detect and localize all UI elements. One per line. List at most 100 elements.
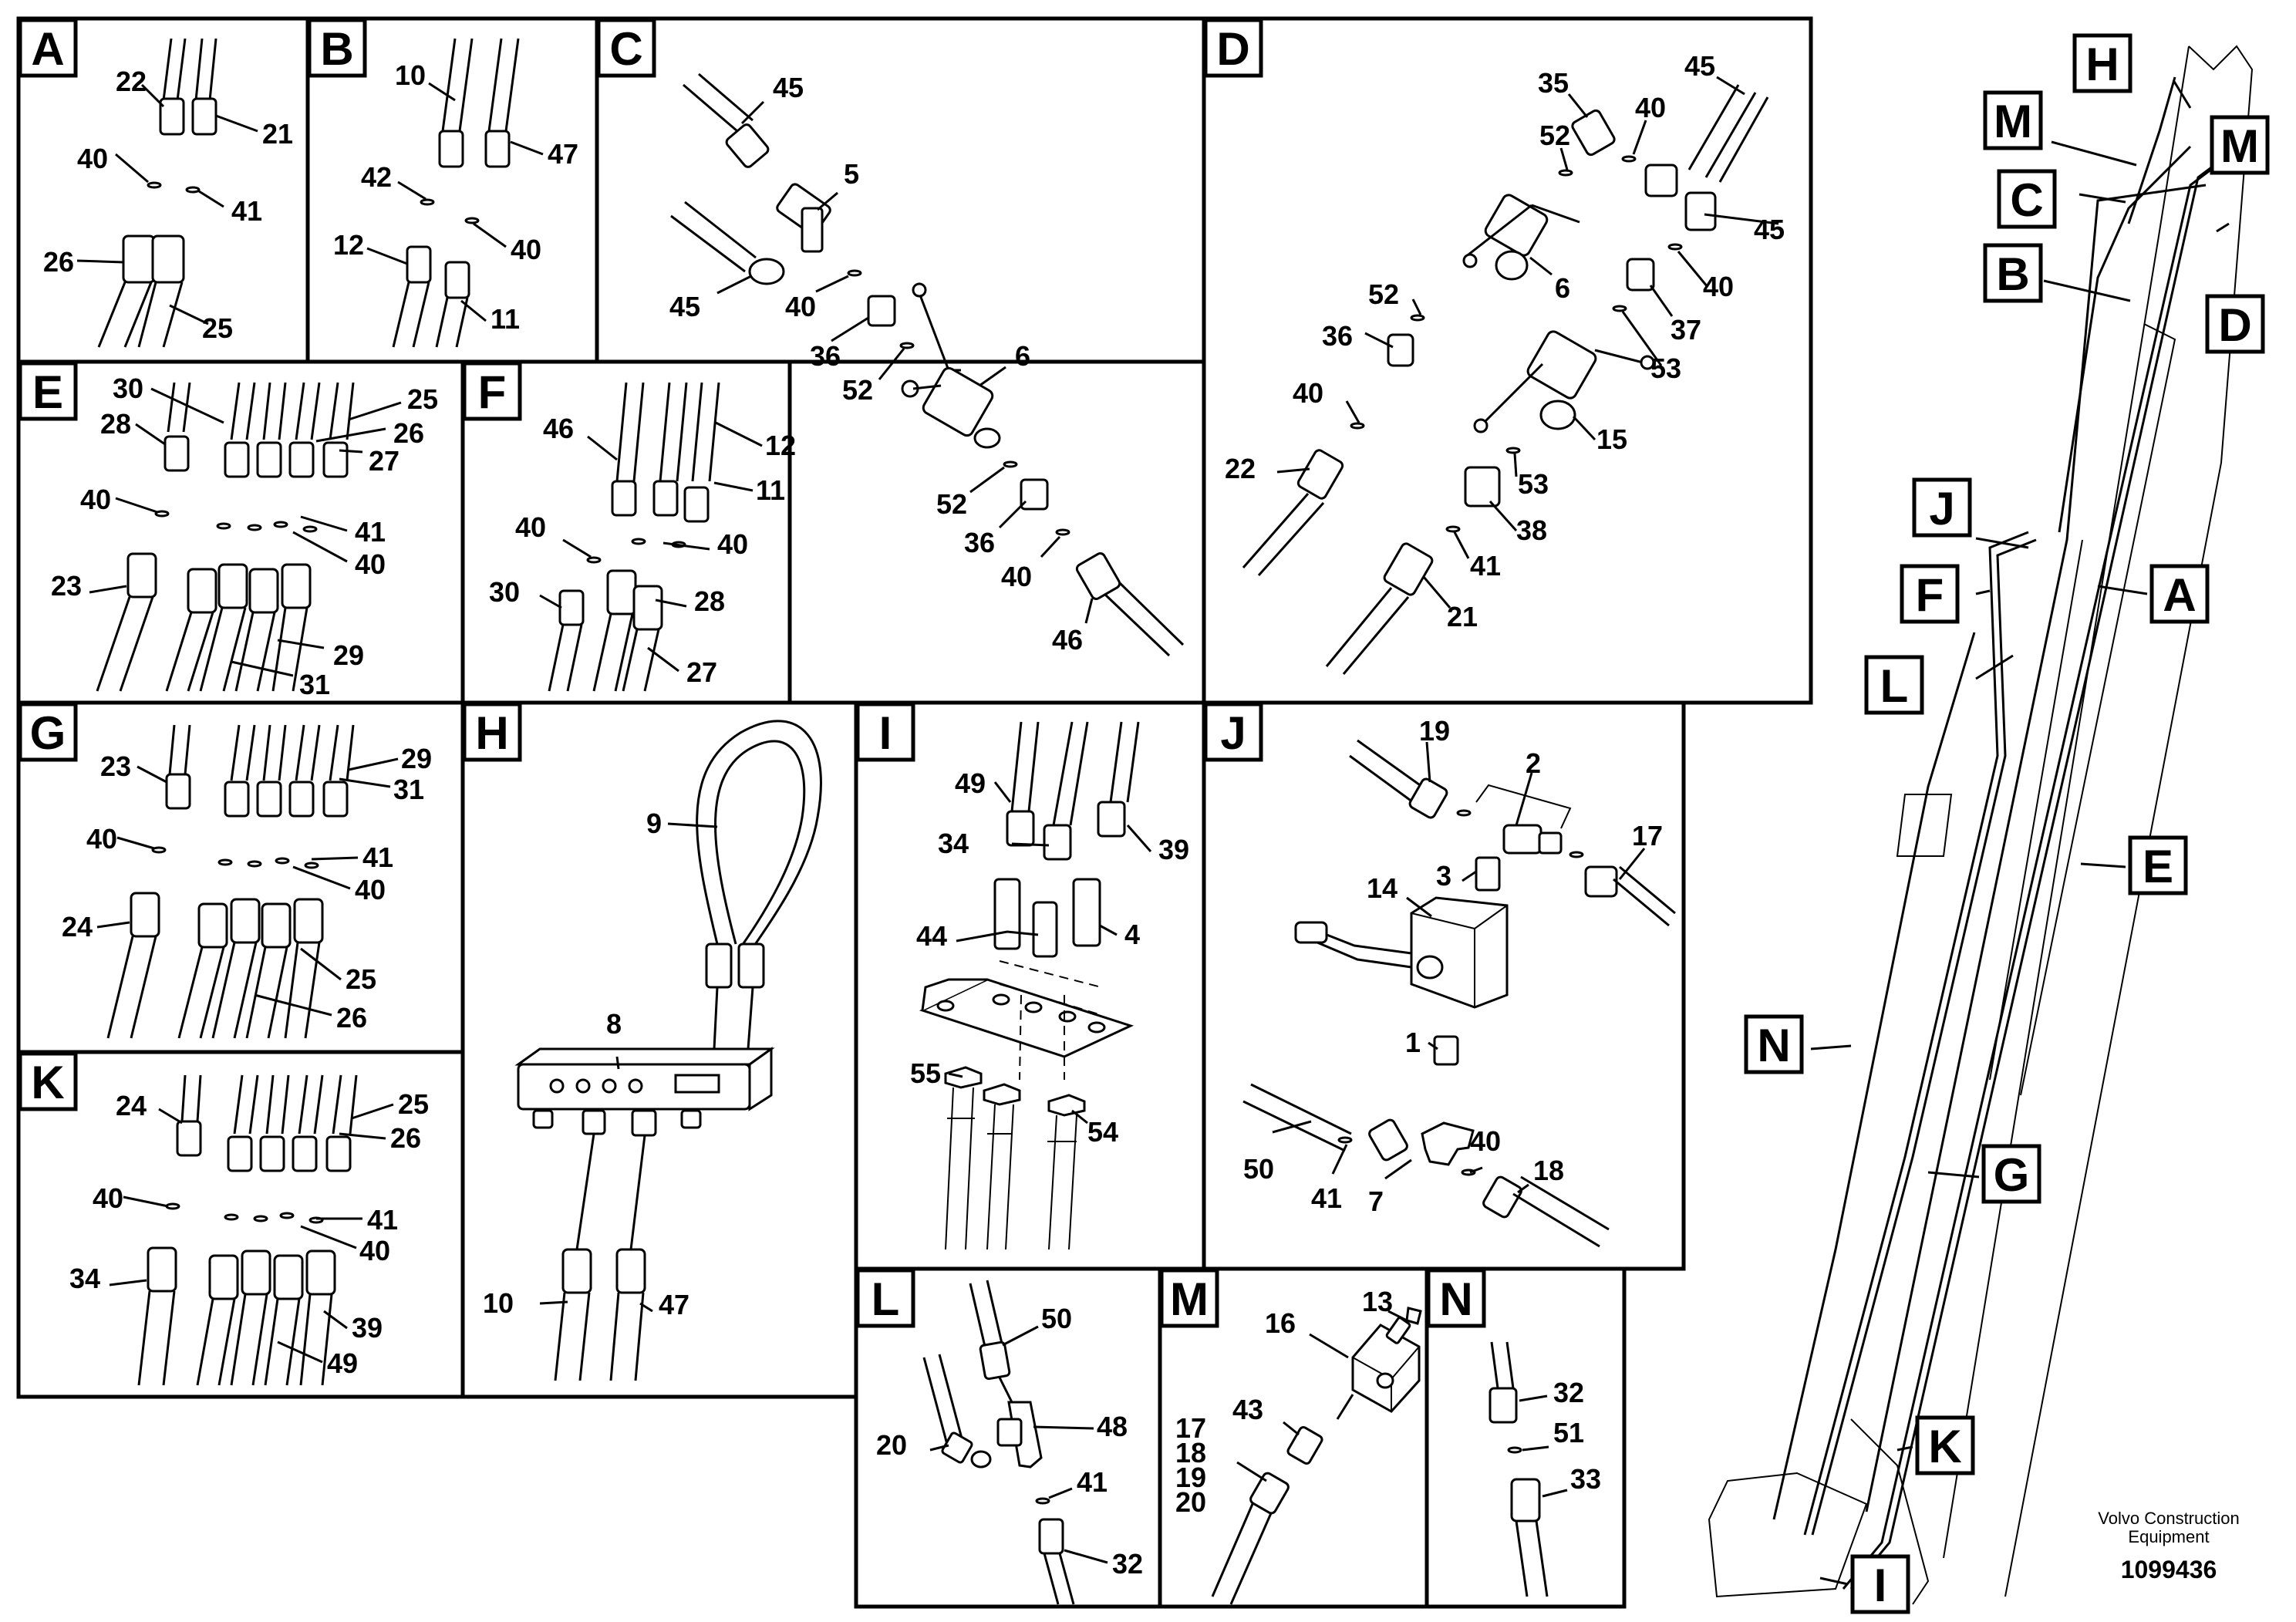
panel-F-hoses: [548, 382, 720, 692]
panel-J-label-11: 18: [1533, 1155, 1564, 1186]
footer: Volvo Construction Equipment 1099436: [2098, 1509, 2239, 1583]
document-number: 1099436: [2121, 1556, 2217, 1583]
overview-tags: H M M C B D J F A L E N G K: [1744, 33, 2270, 1614]
panel-B-tag: B: [320, 23, 353, 75]
panel-I-tag: I: [879, 707, 892, 759]
panel-D-label-14: 22: [1225, 453, 1256, 484]
overview-leaders: [1810, 79, 2230, 1586]
panel-B-label-4: 40: [511, 234, 541, 265]
panel-E-label-11: 31: [299, 669, 330, 700]
panel-C-tag: C: [609, 23, 642, 75]
panel-A-label-3: 40: [77, 143, 108, 174]
overview-tag-9: A: [2163, 569, 2196, 621]
panel-B-leaders: [366, 82, 544, 322]
panel-E-label-7: 41: [355, 516, 386, 548]
panel-B: B 10 47 42 40 12 11: [307, 18, 578, 348]
panel-I-leaders: [948, 781, 1152, 1125]
panel-A-label-6: 25: [202, 312, 233, 344]
panel-L-label-1: 50: [1041, 1303, 1072, 1334]
panel-J-label-7: 40: [1470, 1125, 1501, 1157]
panel-I-label-2: 34: [938, 828, 969, 859]
panel-J-label-10: 7: [1368, 1185, 1384, 1217]
panel-I-label-6: 55: [910, 1057, 941, 1089]
panel-A-label-2: 21: [262, 118, 293, 150]
panel-N-parts: [1489, 1341, 1549, 1597]
panel-L-leaders: [929, 1325, 1108, 1564]
panel-D-label-11: 53: [1650, 352, 1681, 384]
panel-E: E 30 25 28: [18, 361, 438, 700]
panel-L-parts: [922, 1280, 1075, 1605]
panel-I-tag-box: [855, 702, 915, 762]
panel-F: F 46 12 11 40 40 30 28 27: [462, 361, 796, 692]
panel-H: H 9 8 10 47: [462, 702, 822, 1381]
panel-M-label-7: 20: [1175, 1486, 1206, 1518]
panel-C-tag-box: [596, 18, 656, 78]
panel-J-parts: [1242, 739, 1676, 1248]
panel-D-label-3: 40: [1635, 92, 1666, 123]
panel-D-label-9: 37: [1671, 314, 1701, 346]
panel-H-tag-box: [462, 702, 522, 762]
panel-J-label-4: 14: [1367, 872, 1397, 904]
overview-tag-14: K: [1928, 1421, 1961, 1472]
overview-tag-11: E: [2143, 841, 2173, 892]
panel-D-label-17: 41: [1470, 550, 1501, 582]
panel-I-label-4: 44: [916, 920, 947, 952]
panel-N-label-2: 51: [1553, 1417, 1584, 1448]
panel-L-label-3: 20: [876, 1429, 907, 1461]
overview-tag-13: G: [1994, 1149, 2030, 1201]
panel-L-tag-box: [855, 1268, 915, 1328]
overview-tag-8: F: [1916, 569, 1944, 621]
panel-L-label-4: 41: [1077, 1466, 1108, 1498]
panel-B-label-2: 47: [548, 138, 578, 170]
panel-J-label-1: 19: [1419, 715, 1450, 747]
panel-J-tag-box: [1203, 702, 1263, 762]
panel-M: M 13 16 43 17 18 19 20: [1159, 1268, 1422, 1605]
overview-tag-7: J: [1929, 483, 1954, 534]
panel-G-tag: G: [30, 707, 66, 759]
panel-frames: [16, 16, 1813, 1609]
panel-M-leaders: [1236, 1310, 1408, 1482]
panel-B-tag-box: [307, 18, 367, 78]
frame-N: [1424, 1266, 1627, 1609]
panel-E-label-6: 40: [80, 484, 111, 515]
panel-L: L 50 48 20 41 32: [855, 1268, 1143, 1605]
panel-C-label-8: 52: [936, 488, 967, 520]
footer-company-line1: Volvo Construction: [2098, 1509, 2239, 1528]
panel-I-label-1: 49: [955, 767, 986, 799]
panel-H-label-3: 10: [483, 1287, 514, 1319]
panel-C-label-5: 36: [810, 340, 841, 372]
overview-tag-15: I: [1874, 1560, 1887, 1611]
panel-C-label-9: 36: [964, 527, 995, 558]
panel-F-label-6: 30: [489, 576, 520, 608]
panel-C-leaders: [716, 100, 1094, 624]
panel-L-tag: L: [872, 1273, 900, 1325]
panel-G-label-3: 31: [393, 774, 424, 805]
panel-F-label-3: 11: [756, 474, 785, 506]
panel-D-tag-box: [1203, 18, 1263, 78]
panel-M-parts: [1211, 1307, 1422, 1605]
panel-A-tag-box: [18, 18, 78, 78]
panel-C-label-3: 45: [669, 291, 700, 322]
frame-D: [1202, 16, 1813, 705]
panel-F-tag-box: [462, 361, 522, 421]
panel-N-tag-box: [1426, 1268, 1486, 1328]
panel-D-label-18: 21: [1447, 601, 1478, 632]
frame-K: [16, 1050, 465, 1399]
panel-E-label-1: 30: [113, 373, 143, 404]
panel-A: A 22 21 40 41 26 25: [18, 18, 293, 348]
panel-H-label-1: 9: [646, 808, 662, 839]
panel-D-label-4: 52: [1539, 120, 1570, 151]
panel-L-label-5: 32: [1112, 1548, 1143, 1580]
panel-J-label-6: 1: [1405, 1027, 1421, 1058]
overview-tag-3: M: [2220, 120, 2259, 172]
panel-E-hoses: [96, 382, 355, 692]
panel-G-leaders: [96, 757, 399, 1017]
panel-G-label-7: 24: [62, 911, 93, 943]
panel-G-label-1: 23: [100, 750, 131, 782]
panel-C-label-2: 5: [844, 158, 859, 190]
panel-D-label-7: 40: [1703, 271, 1734, 302]
panel-I-label-5: 4: [1124, 919, 1140, 950]
panel-J-label-5: 3: [1436, 860, 1451, 892]
panel-M-tag-box: [1159, 1268, 1219, 1328]
panel-K-label-3: 26: [390, 1122, 421, 1154]
